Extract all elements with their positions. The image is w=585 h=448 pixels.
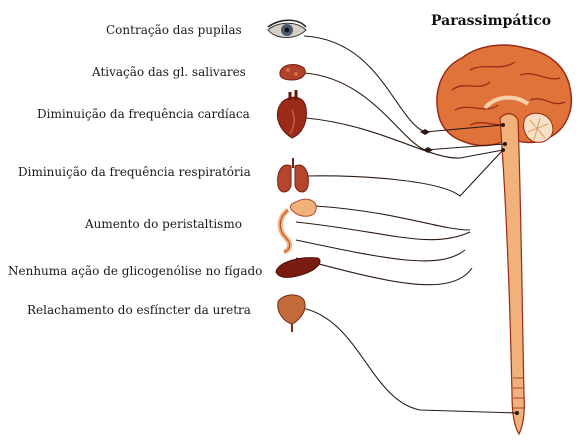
effect-label-salivary: Ativação das gl. salivares xyxy=(92,65,246,79)
liver-icon xyxy=(275,257,321,278)
heart-icon xyxy=(276,90,307,139)
lungs-icon xyxy=(277,158,309,193)
spinal-cord xyxy=(499,113,525,436)
eye-icon xyxy=(267,19,307,38)
ganglia xyxy=(420,123,519,415)
salivary-gland-icon xyxy=(279,64,306,81)
effect-label-pupils: Contração das pupilas xyxy=(106,23,242,37)
stomach-intestine-icon xyxy=(277,198,317,255)
effect-label-bladder: Relachamento do esfíncter da uretra xyxy=(27,303,251,317)
diagram-title: Parassimpático xyxy=(431,13,552,29)
effect-label-lungs: Diminuição da frequência respiratória xyxy=(18,165,251,179)
brain-icon xyxy=(436,44,573,147)
effect-label-heart: Diminuição da frequência cardíaca xyxy=(37,107,250,121)
effect-label-liver: Nenhuma ação de glicogenólise no fígado xyxy=(8,264,263,278)
effect-label-peristalsis: Aumento do peristaltismo xyxy=(85,217,242,231)
nerve-fibers xyxy=(295,35,518,414)
bladder-icon xyxy=(277,294,306,332)
sacral-segments xyxy=(513,377,524,409)
